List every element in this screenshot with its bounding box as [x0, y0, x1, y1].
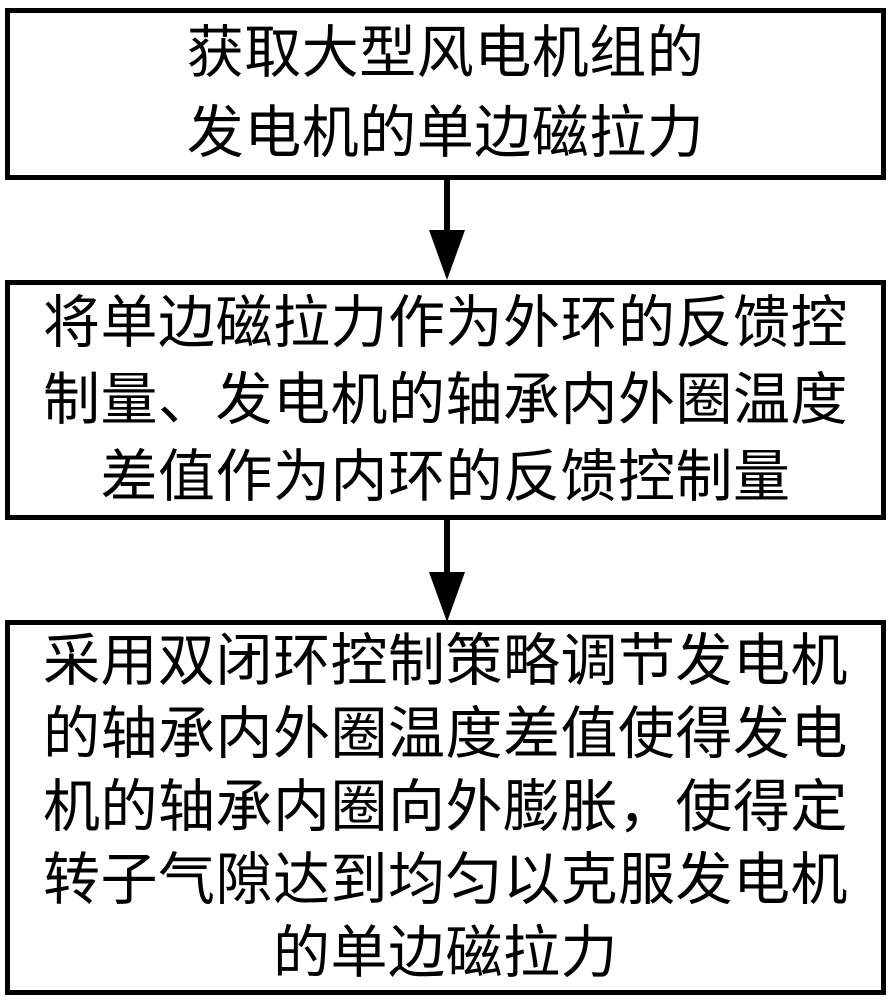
flowchart-step-1: 获取大型风电机组的 发电机的单边磁拉力	[5, 8, 886, 180]
step-3-text-line-3: 机的轴承内圈向外膨胀，使得定	[43, 776, 848, 839]
arrow-head	[429, 230, 465, 280]
step-1-text-line-2: 发电机的单边磁拉力	[186, 102, 705, 165]
flowchart-step-2: 将单边磁拉力作为外环的反馈控 制量、发电机的轴承内外圈温度 差值作为内环的反馈控…	[5, 280, 886, 520]
arrow-head	[429, 572, 465, 622]
step-3-text-line-1: 采用双闭环控制策略调节发电机	[43, 630, 848, 693]
step-2-text-line-3: 差值作为内环的反馈控制量	[100, 445, 791, 509]
step-2-text-line-1: 将单边磁拉力作为外环的反馈控	[43, 291, 848, 355]
flowchart-step-3: 采用双闭环控制策略调节发电机 的轴承内外圈温度差值使得发电 机的轴承内圈向外膨胀…	[5, 620, 886, 995]
step-3-text-line-5: 的单边磁拉力	[273, 922, 618, 985]
arrow-shaft	[444, 180, 450, 234]
arrow-shaft	[444, 520, 450, 576]
step-3-text-line-2: 的轴承内外圈温度差值使得发电	[43, 703, 848, 766]
step-3-text-line-4: 转子气隙达到均匀以克服发电机	[43, 849, 848, 912]
step-1-text-line-1: 获取大型风电机组的	[186, 22, 705, 85]
step-2-text-line-2: 制量、发电机的轴承内外圈温度	[43, 368, 848, 432]
